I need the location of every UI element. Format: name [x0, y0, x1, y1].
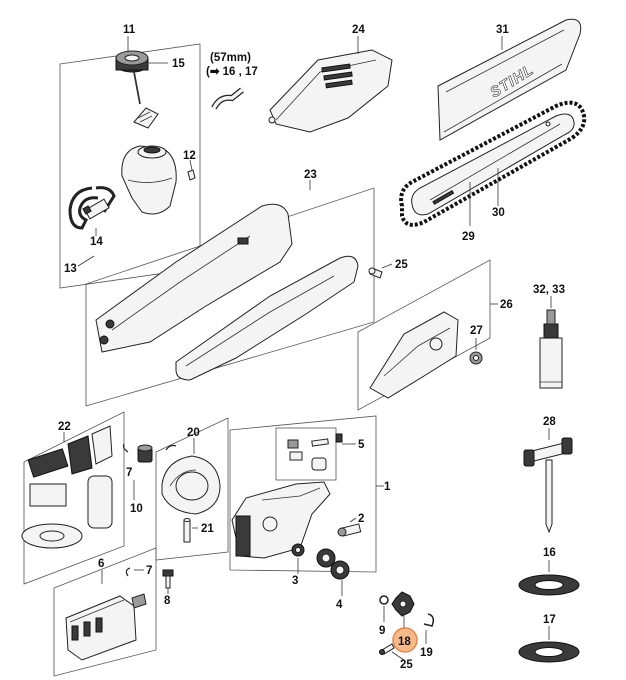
label-20: 20 — [187, 427, 200, 439]
label-25-bottom: 25 — [400, 659, 413, 671]
hose-part[interactable] — [211, 87, 244, 110]
part-17-band[interactable] — [518, 641, 580, 663]
part-7-clip-b[interactable] — [165, 444, 177, 451]
part-27-nut[interactable] — [469, 351, 483, 365]
part-3-bearing[interactable] — [291, 543, 305, 557]
label-7-upper: 7 — [126, 467, 132, 479]
label-18: 18 — [398, 636, 411, 648]
label-31: 31 — [496, 24, 509, 36]
part-4-bearing[interactable] — [316, 548, 350, 580]
part-14-valve[interactable] — [82, 198, 110, 220]
part-24-cover[interactable] — [268, 49, 393, 133]
label-23: 23 — [304, 169, 317, 181]
label-13: 13 — [64, 263, 77, 275]
part-11-filter[interactable] — [133, 107, 159, 129]
part-13-clamp[interactable] — [68, 186, 116, 230]
part-15-cap[interactable] — [115, 50, 149, 73]
frame-gearbox-group — [229, 415, 377, 573]
label-29: 29 — [462, 231, 475, 243]
part-19-circlip[interactable] — [423, 613, 435, 627]
part-28-wrench[interactable] — [523, 437, 573, 534]
part-20-housing[interactable] — [161, 455, 221, 515]
frame-sprocket-cover-group — [357, 259, 491, 411]
part-5-small-parts[interactable] — [275, 427, 343, 481]
label-12: 12 — [183, 150, 196, 162]
label-5: 5 — [358, 439, 365, 451]
part-12-tank[interactable] — [121, 145, 177, 215]
part-21-pin[interactable] — [183, 518, 191, 543]
label-26: 26 — [500, 299, 513, 311]
label-9: 9 — [379, 625, 385, 637]
label-3: 3 — [292, 575, 298, 587]
part-23-housing-half[interactable] — [95, 203, 359, 381]
label-30: 30 — [492, 207, 505, 219]
label-8: 8 — [164, 595, 171, 607]
part-6-motor[interactable] — [65, 593, 147, 661]
part-25-screw-top[interactable] — [368, 267, 383, 279]
label-27: 27 — [470, 325, 483, 337]
label-1: 1 — [384, 481, 391, 493]
label-16: 16 — [543, 547, 556, 559]
part-8-screw[interactable] — [162, 569, 174, 589]
label-21: 21 — [201, 523, 214, 535]
label-19: 19 — [420, 647, 433, 659]
part-16-band[interactable] — [518, 574, 580, 596]
frame-motor-group — [53, 547, 157, 677]
label-2: 2 — [358, 513, 364, 525]
label-7-lower: 7 — [146, 565, 152, 577]
part-12-screw[interactable] — [187, 169, 196, 181]
label-11: 11 — [123, 24, 136, 36]
part-1-gear-housing[interactable] — [231, 481, 331, 559]
part-25-screw-bottom[interactable] — [379, 643, 395, 655]
part-9-washer[interactable] — [379, 595, 389, 605]
part-18-sprocket[interactable] — [391, 591, 415, 617]
label-32-33: 32, 33 — [533, 284, 565, 296]
part-22-kit[interactable] — [21, 425, 113, 549]
label-14: 14 — [90, 236, 103, 248]
label-24: 24 — [352, 24, 365, 36]
part-7-clip-c[interactable] — [125, 567, 131, 577]
part-31-scabbard[interactable] — [437, 18, 582, 141]
part-30-chain[interactable] — [399, 100, 587, 227]
part-32-33-grease-tube[interactable] — [539, 309, 563, 389]
label-25-top: 25 — [395, 259, 408, 271]
part-26-sprocket-cover[interactable] — [369, 311, 459, 399]
frame-fan-housing-20 — [155, 417, 229, 561]
highlight-part-18[interactable] — [392, 627, 418, 653]
label-28: 28 — [543, 416, 556, 428]
part-29-guide-bar[interactable] — [411, 113, 575, 216]
hose-length-note: (57mm) — [210, 52, 251, 64]
label-6: 6 — [98, 558, 104, 570]
label-15: 15 — [172, 58, 185, 70]
label-4: 4 — [336, 599, 343, 611]
frame-kit-22 — [23, 411, 125, 585]
part-7-clip-a[interactable] — [122, 443, 129, 453]
label-17: 17 — [543, 614, 556, 626]
label-22: 22 — [58, 421, 71, 433]
part-10-bushing[interactable] — [137, 444, 153, 463]
label-10: 10 — [130, 503, 143, 515]
hose-reference-note: (➡ 16 , 17 — [206, 66, 258, 78]
part-2-shaft[interactable] — [337, 523, 362, 537]
cap-strap — [133, 71, 141, 105]
